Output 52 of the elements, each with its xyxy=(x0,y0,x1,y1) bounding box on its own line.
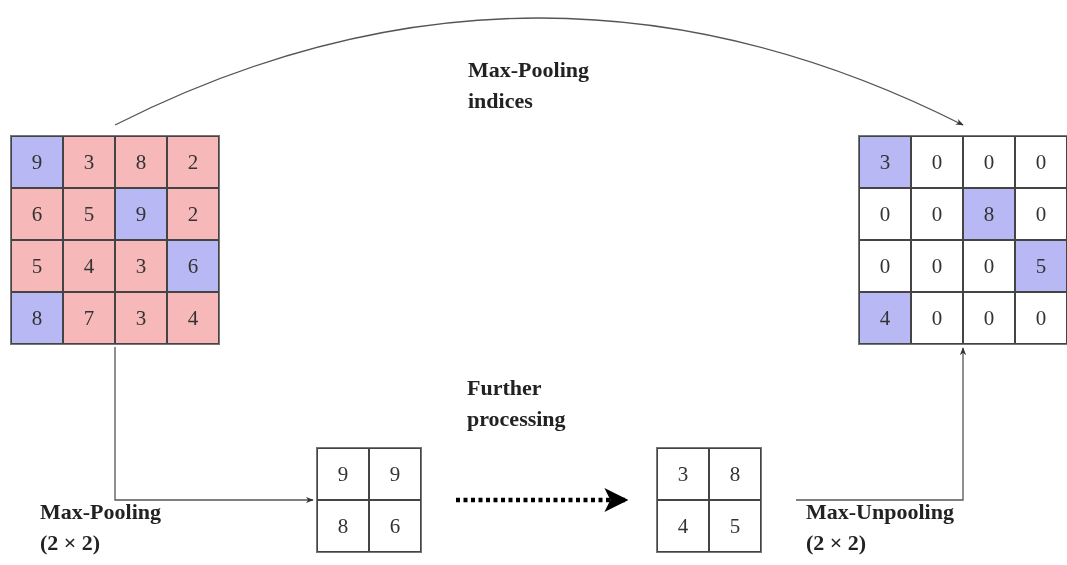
matrix-cell: 0 xyxy=(963,136,1015,188)
matrix-grid xyxy=(316,447,422,553)
matrix-cell: 9 xyxy=(369,448,421,500)
matrix-cell: 2 xyxy=(167,188,219,240)
matrix-cell: 8 xyxy=(11,292,63,344)
matrix-cell: 8 xyxy=(963,188,1015,240)
matrix-cell: 5 xyxy=(63,188,115,240)
edge-label: Max-Pooling (2 × 2) xyxy=(40,498,162,557)
matrix-cell: 3 xyxy=(115,292,167,344)
matrix-cell: 0 xyxy=(859,240,911,292)
matrix-grid xyxy=(10,135,220,345)
matrix-cell: 4 xyxy=(859,292,911,344)
arrow xyxy=(114,17,964,126)
matrix-cell: 4 xyxy=(167,292,219,344)
matrix-cell: 4 xyxy=(657,500,709,552)
matrix-cell: 0 xyxy=(859,188,911,240)
matrix-cell: 0 xyxy=(911,292,963,344)
matrix-cell: 0 xyxy=(1015,136,1067,188)
matrix-grid xyxy=(858,135,1067,345)
matrix-cell: 2 xyxy=(167,136,219,188)
matrix-cell: 0 xyxy=(963,292,1015,344)
matrix-cell: 0 xyxy=(1015,292,1067,344)
dotted-arrow xyxy=(456,488,629,512)
matrix-cell: 7 xyxy=(63,292,115,344)
matrix-cell: 5 xyxy=(11,240,63,292)
edge-label: Max-Pooling indices xyxy=(468,56,590,115)
matrix-cell: 8 xyxy=(115,136,167,188)
matrix-cell: 0 xyxy=(963,240,1015,292)
matrix-cell: 6 xyxy=(167,240,219,292)
matrix-cell: 5 xyxy=(709,500,761,552)
matrix-grid xyxy=(656,447,762,553)
matrix-cell: 0 xyxy=(911,240,963,292)
matrix-cell: 3 xyxy=(63,136,115,188)
matrix-cell: 5 xyxy=(1015,240,1067,292)
matrix-cell: 6 xyxy=(11,188,63,240)
matrix-cell: 6 xyxy=(369,500,421,552)
matrix-cell: 9 xyxy=(317,448,369,500)
matrix-cell: 0 xyxy=(1015,188,1067,240)
matrix-cell: 3 xyxy=(859,136,911,188)
edge-label: Max-Unpooling (2 × 2) xyxy=(806,498,955,557)
matrix-cell: 9 xyxy=(115,188,167,240)
arrow xyxy=(795,347,967,501)
arrow xyxy=(114,346,314,504)
matrix-cell: 8 xyxy=(709,448,761,500)
matrix-cell: 3 xyxy=(115,240,167,292)
matrix-cell: 0 xyxy=(911,188,963,240)
matrix-cell: 0 xyxy=(911,136,963,188)
edge-label: Further processing xyxy=(467,374,567,433)
matrix-cell: 4 xyxy=(63,240,115,292)
matrix-cell: 8 xyxy=(317,500,369,552)
matrix-cell: 3 xyxy=(657,448,709,500)
matrix-cell: 9 xyxy=(11,136,63,188)
